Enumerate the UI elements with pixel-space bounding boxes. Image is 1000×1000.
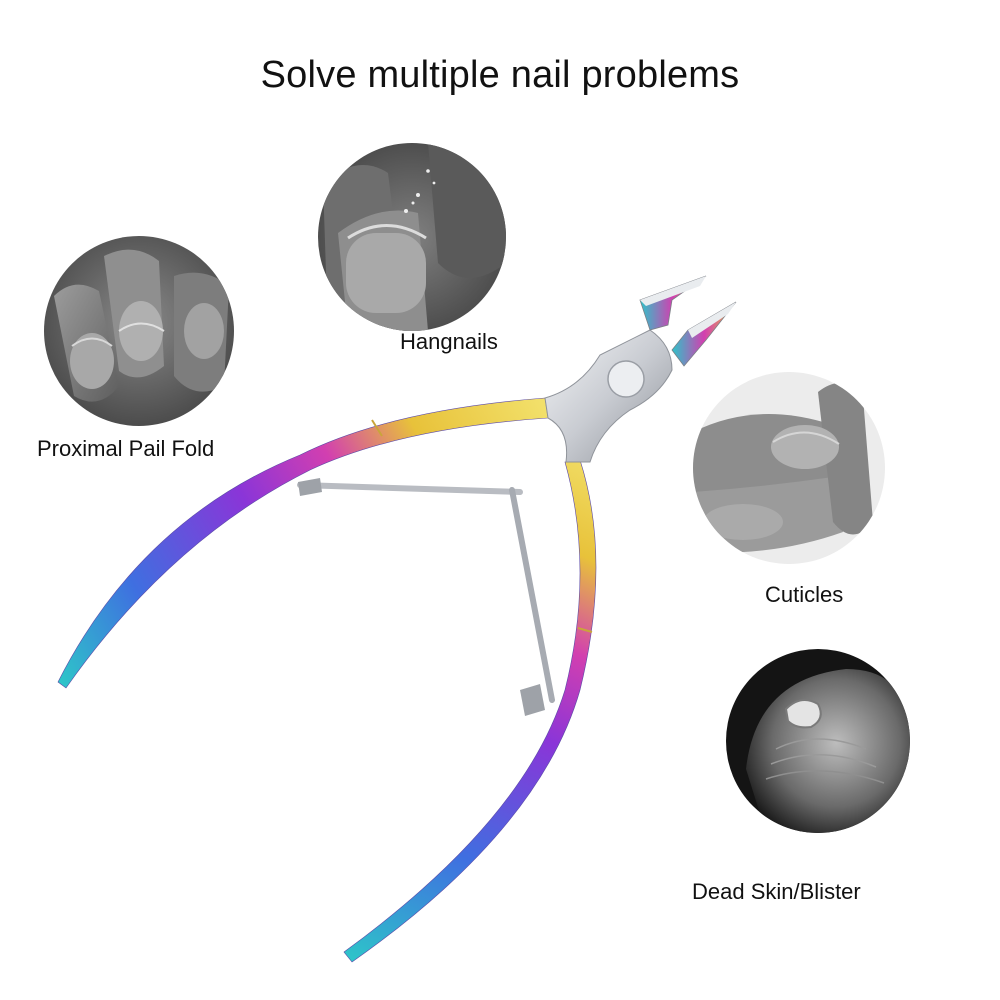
hangnail-photo: [318, 143, 506, 331]
dead-skin-label: Dead Skin/Blister: [692, 879, 861, 904]
blister-photo: [726, 649, 910, 833]
hangnails-label: Hangnails: [400, 329, 498, 354]
cuticles-label: Cuticles: [765, 582, 844, 607]
nail-fold-photo: [44, 236, 234, 426]
cuticle-photo: [693, 372, 885, 564]
page-title: Solve multiple nail problems: [260, 54, 740, 96]
nail-fold-label: Proximal Pail Fold: [37, 436, 215, 461]
